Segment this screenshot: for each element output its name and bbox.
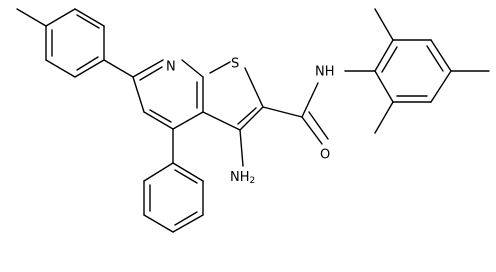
bond	[209, 61, 231, 74]
carbonyl-bond-2	[308, 111, 329, 140]
bond	[132, 59, 164, 78]
double-bond-inner	[174, 169, 198, 184]
bond	[430, 70, 452, 103]
methyl-bond	[374, 8, 394, 41]
double-bond-inner	[426, 45, 444, 72]
amide-bond	[262, 106, 303, 118]
bond	[374, 70, 394, 103]
bond	[132, 76, 145, 113]
bond	[172, 162, 204, 182]
bond	[239, 106, 264, 131]
phenyl-ring	[143, 162, 204, 233]
bond	[181, 59, 204, 78]
tolyl-pyridine-bond	[103, 59, 134, 78]
bond	[143, 162, 174, 182]
bond	[172, 111, 204, 130]
amino-nh: NH	[230, 170, 250, 185]
bond	[45, 8, 76, 27]
amino-bond	[239, 129, 244, 167]
tolyl-ring	[45, 8, 105, 78]
amino-label: NH2	[230, 170, 255, 187]
pyridine-nitrogen-label: N	[166, 60, 176, 75]
mesityl-ring	[374, 39, 452, 103]
methyl-bond	[374, 101, 394, 134]
double-bond-inner	[76, 56, 99, 71]
bond	[172, 214, 204, 233]
bond	[430, 39, 452, 72]
bond	[143, 111, 174, 130]
pyridine-ring	[132, 59, 204, 130]
double-bond-inner	[237, 107, 257, 125]
thiophene-sulfur-label: S	[231, 57, 239, 72]
bond	[202, 111, 241, 131]
double-bond-inner	[149, 109, 172, 123]
bond	[74, 59, 105, 78]
carbonyl-oxygen-label: O	[320, 148, 330, 163]
bond	[74, 8, 105, 27]
double-bond-inner	[381, 46, 398, 73]
amide-nh-label: NH	[315, 65, 335, 80]
thiophene-ring	[202, 61, 264, 131]
methyl-bond	[16, 8, 47, 27]
double-bond-inner	[139, 66, 163, 81]
bond	[143, 214, 174, 233]
double-bond-inner	[76, 14, 100, 29]
double-bond-inner	[174, 211, 198, 226]
carbonyl-bond	[301, 116, 323, 145]
amide-n-bond	[301, 82, 319, 118]
bond	[374, 39, 394, 72]
bond	[45, 59, 76, 78]
bond	[244, 67, 264, 108]
amino-subscript: 2	[250, 176, 256, 186]
